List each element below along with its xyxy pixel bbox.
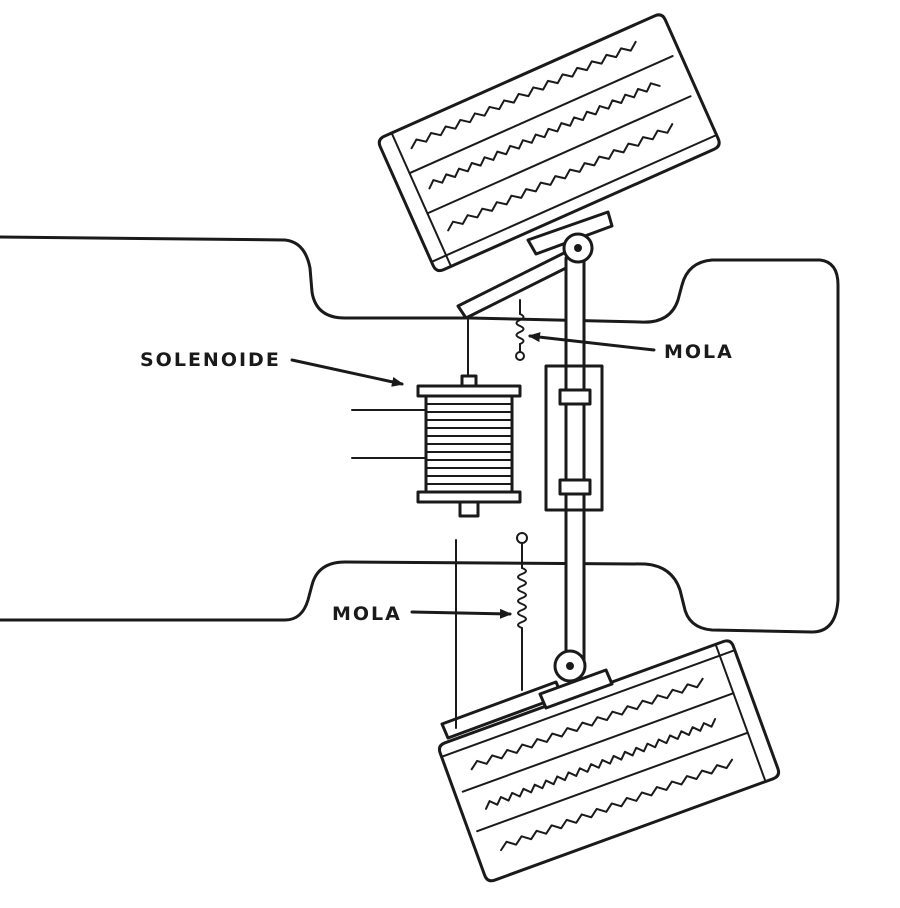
chassis-outline xyxy=(0,235,840,634)
solenoid-label: SOLENOIDE xyxy=(140,349,281,371)
spring-bottom-label: MOLA xyxy=(332,603,402,625)
spring-bottom-label-arrow xyxy=(410,608,512,619)
front-wheel-top xyxy=(377,13,721,273)
return-spring-bottom xyxy=(516,532,528,691)
steering-arm-bottom xyxy=(440,668,614,740)
front-wheel-bottom xyxy=(437,639,781,883)
spring-top-label-arrow xyxy=(528,332,656,352)
solenoid-label-arrow xyxy=(290,358,404,387)
rod-guide-sleeve xyxy=(544,364,604,512)
spring-top-label: MOLA xyxy=(664,341,734,363)
return-spring-top xyxy=(515,299,525,361)
pivot-joint-top-center xyxy=(574,244,582,252)
steering-arm-top xyxy=(456,210,614,320)
solenoid-coil xyxy=(351,319,522,518)
pivot-joint-bottom-center xyxy=(566,662,574,670)
